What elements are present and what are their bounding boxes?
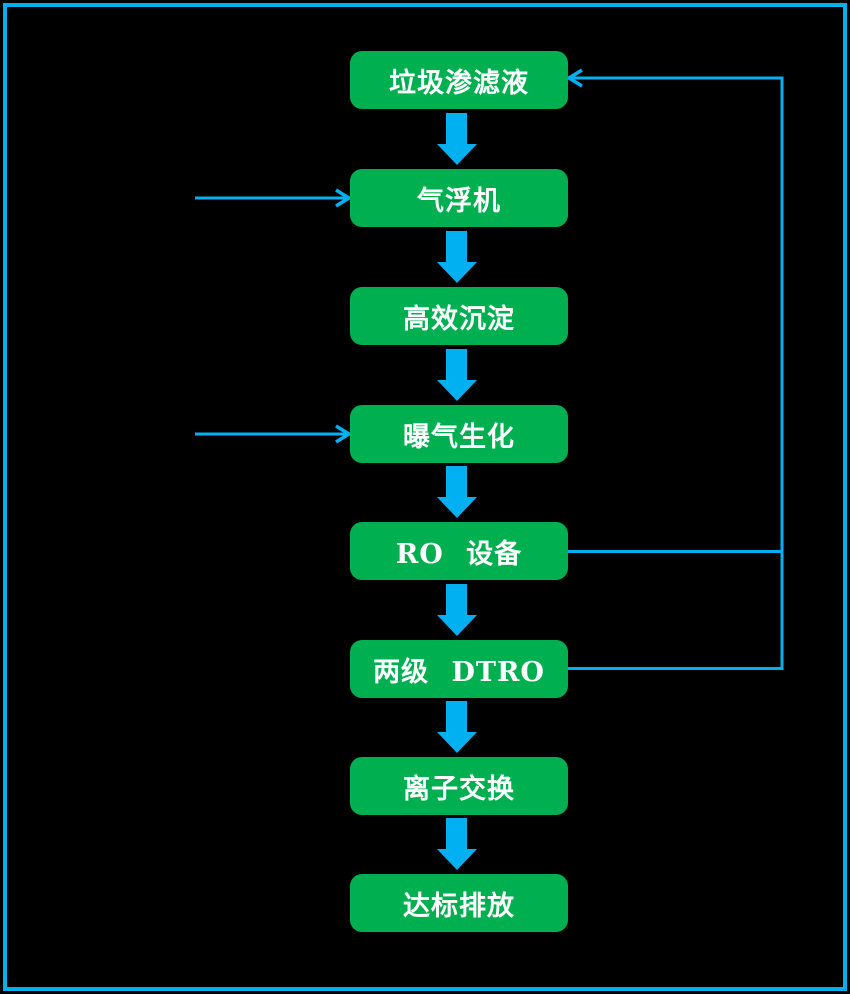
feedback-line-dtro-return (568, 76, 784, 670)
flow-box-air-flotation: 气浮机 (350, 169, 568, 227)
flow-box-label: 两级 DTRO (373, 656, 545, 688)
flow-box-ion-exchange: 离子交换 (350, 757, 568, 815)
flow-box-ro-equipment: RO 设备 (350, 522, 568, 580)
flow-box-label: 曝气生化 (403, 421, 515, 453)
down-block-arrow-icon (437, 584, 477, 636)
down-block-arrow-icon (437, 113, 477, 165)
arrowhead-left-icon (565, 68, 583, 88)
down-block-arrow-icon (437, 818, 477, 870)
flow-box-two-stage-dtro: 两级 DTRO (350, 640, 568, 698)
down-block-arrow-icon (437, 349, 477, 401)
flow-box-sedimentation: 高效沉淀 (350, 287, 568, 345)
flow-box-label: 气浮机 (417, 185, 501, 217)
down-block-arrow-icon (437, 701, 477, 753)
flow-box-label: 达标排放 (403, 890, 515, 922)
flow-box-aeration: 曝气生化 (350, 405, 568, 463)
down-block-arrow-icon (437, 466, 477, 518)
page-border (3, 3, 847, 991)
down-block-arrow-icon (437, 231, 477, 283)
flow-box-label: 离子交换 (403, 773, 515, 805)
arrowhead-right-icon (335, 424, 353, 444)
flow-box-landfill-leachate: 垃圾渗滤液 (350, 51, 568, 109)
flow-box-label: 垃圾渗滤液 (389, 67, 529, 99)
flow-box-label: 高效沉淀 (403, 303, 515, 335)
flow-box-standard-discharge: 达标排放 (350, 874, 568, 932)
arrowhead-right-icon (335, 188, 353, 208)
flow-box-label: RO 设备 (395, 538, 523, 570)
